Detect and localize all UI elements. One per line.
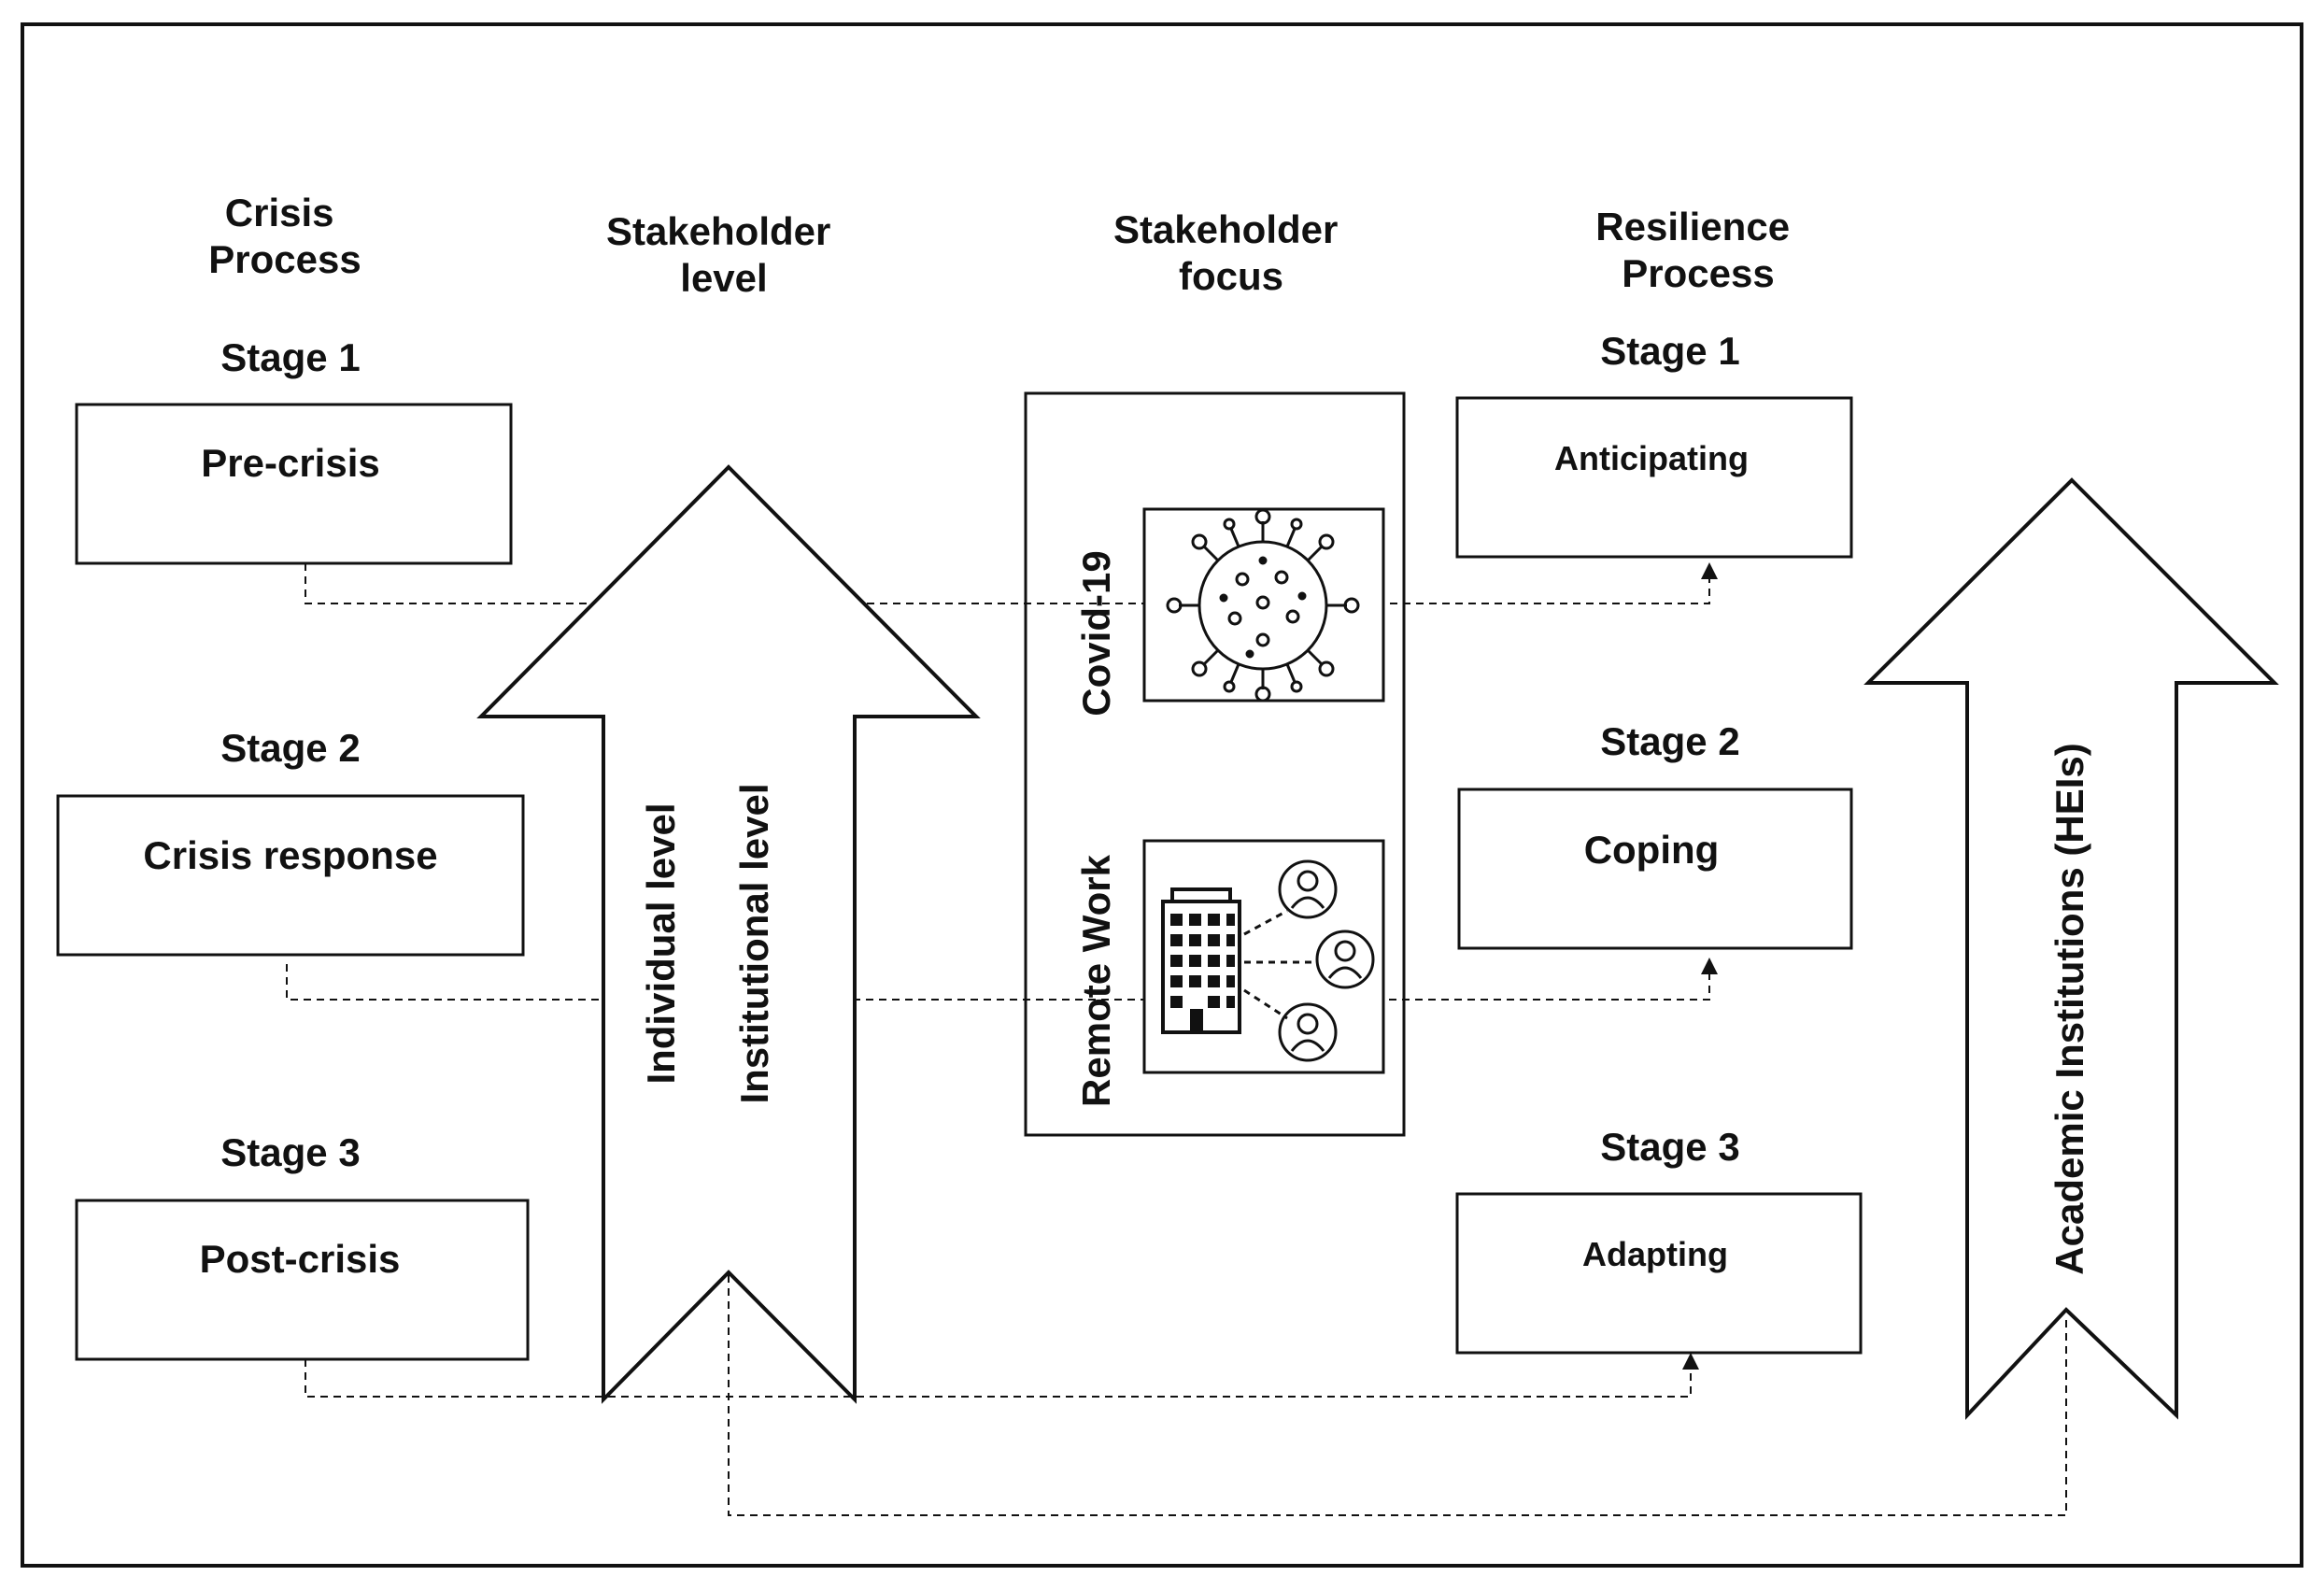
academic-institutions-text: Academic Institutions (HEIs): [2048, 743, 2091, 1274]
connector-stage-2: [286, 964, 1710, 1001]
crisis-box-pre-crisis-text: Pre-crisis: [201, 441, 379, 485]
resilience-box-coping: [1457, 788, 1853, 950]
header-stakeholder-level: Stakeholder level: [606, 209, 842, 300]
crisis-stage-2-label: Stage 2: [220, 726, 360, 770]
dashed-connectors: [286, 563, 2067, 1516]
crisis-stage-1-label: Stage 1: [220, 335, 360, 379]
resilience-box-anticipating: [1455, 396, 1853, 559]
resilience-stage-1-label: Stage 1: [1600, 329, 1739, 373]
academic-institutions-arrow: [1863, 477, 2279, 1421]
crisis-box-post-crisis-text: Post-crisis: [200, 1237, 401, 1281]
crisis-box-pre-crisis: [75, 403, 513, 565]
virus-icon: [1166, 508, 1360, 703]
connector-hei: [728, 1275, 2067, 1516]
crisis-box-crisis-response: [56, 794, 525, 957]
connector-stage-3: [305, 1359, 1692, 1398]
header-stakeholder-focus: Stakeholder focus: [1113, 207, 1349, 298]
stakeholder-level-arrow: [476, 464, 981, 1404]
crisis-box-post-crisis: [75, 1199, 530, 1361]
arrowhead-coping: [1701, 958, 1718, 974]
crisis-box-crisis-response-text: Crisis response: [143, 833, 437, 877]
resilience-box-anticipating-text: Anticipating: [1554, 439, 1749, 477]
connector-stage-1: [305, 563, 1710, 604]
individual-level-text: Individual level: [639, 802, 683, 1084]
office-remote-workers-icon: [1161, 859, 1375, 1062]
outer-frame: [21, 22, 2303, 1568]
resilience-box-adapting-text: Adapting: [1582, 1235, 1728, 1273]
person-icon-3: [1278, 1002, 1338, 1062]
arrowhead-adapting: [1682, 1353, 1699, 1370]
resilience-stage-3-label: Stage 3: [1600, 1125, 1739, 1169]
resilience-stage-2-label: Stage 2: [1600, 719, 1739, 763]
remote-work-label: Remote Work: [1074, 854, 1118, 1107]
resilience-box-coping-text: Coping: [1584, 828, 1720, 872]
stakeholder-focus-panel: [1024, 391, 1406, 1137]
arrowhead-anticipating: [1701, 562, 1718, 579]
header-resilience-process: Resilience Process: [1595, 205, 1800, 295]
header-crisis-process: Crisis Process: [208, 191, 361, 281]
covid-19-label: Covid-19: [1074, 550, 1118, 716]
crisis-stage-3-label: Stage 3: [220, 1130, 360, 1174]
connector-arrowheads: [1682, 562, 1718, 1370]
institutional-level-text: Institutional level: [732, 783, 776, 1103]
person-icon-1: [1278, 859, 1338, 919]
person-icon-2: [1315, 930, 1375, 989]
resilience-box-adapting: [1455, 1192, 1863, 1355]
